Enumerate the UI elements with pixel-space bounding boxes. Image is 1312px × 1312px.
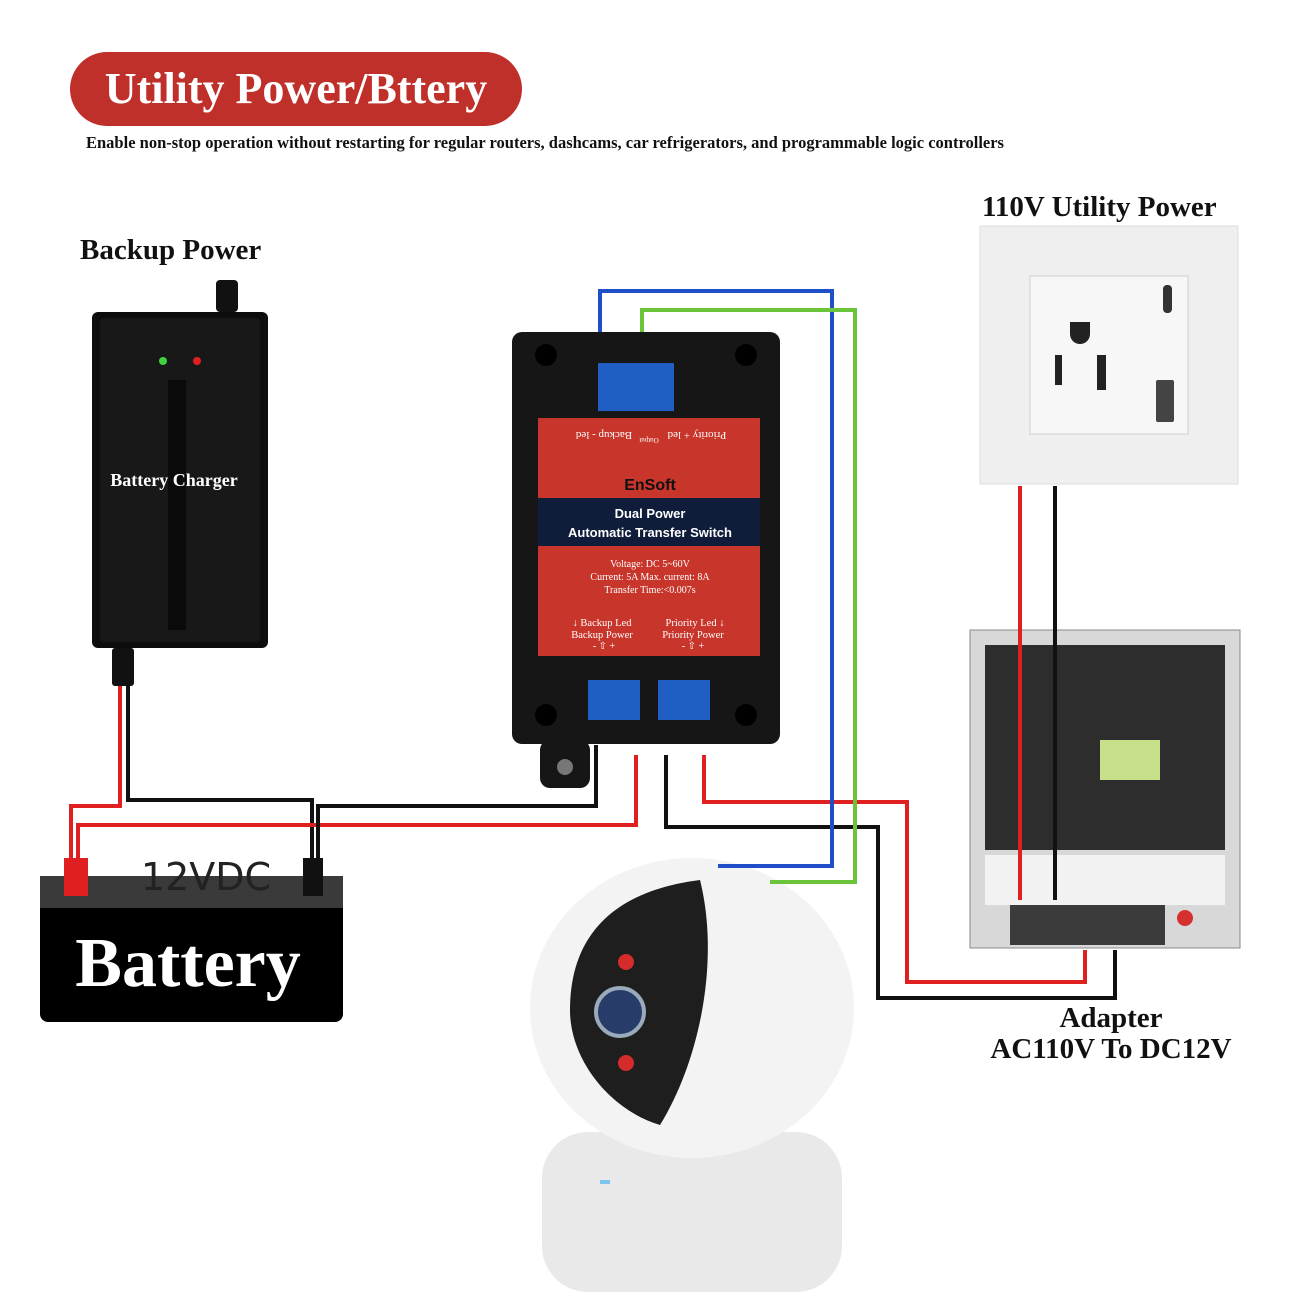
module-label-top — [538, 418, 760, 498]
backup-led-label: ↓ Backup Led — [573, 618, 633, 629]
backup-pins-label: - ⇧ + — [593, 641, 616, 652]
camera-ir-top — [618, 954, 634, 970]
charger-groove — [168, 380, 186, 630]
mount-tab-hole — [557, 759, 573, 775]
module-label-band — [538, 498, 760, 546]
module-name-line2: Automatic Transfer Switch — [568, 525, 732, 540]
battery-positive-terminal — [64, 858, 88, 896]
wire-priority-red — [702, 755, 1087, 984]
battery-label: Battery — [75, 925, 300, 1002]
title-banner — [70, 52, 522, 126]
outlet-slot-left — [1055, 355, 1062, 385]
battery-negative-terminal — [303, 858, 323, 896]
spec-current: Current: 5A Max. current: 8A — [590, 572, 710, 583]
battery-top-band — [40, 876, 343, 908]
spec-voltage: Voltage: DC 5~60V — [610, 559, 690, 570]
wire-battery-red — [76, 755, 638, 862]
priority-power-label: Priority Power — [662, 630, 724, 641]
charger-led-red — [193, 357, 201, 365]
priority-led-label: Priority Led ↓ — [666, 618, 725, 629]
wires — [69, 289, 1117, 1000]
adapter-label-line2: AC110V To DC12V — [990, 1033, 1232, 1065]
security-camera — [530, 858, 854, 1292]
wire-battery-black — [316, 745, 598, 862]
battery: 12VDC Battery — [40, 855, 343, 1022]
backup-power-label: Backup Power — [80, 234, 262, 266]
module-label-bottom — [538, 546, 760, 656]
camera-base — [542, 1132, 842, 1292]
wire-output-green — [640, 308, 857, 884]
mirrored-label-mid: Output — [639, 436, 659, 444]
psu-inner-component — [1100, 740, 1160, 780]
camera-lens — [594, 986, 646, 1038]
power-supply — [969, 629, 1241, 949]
usb-a-port-icon — [1156, 380, 1174, 422]
mount-hole-bl — [535, 704, 557, 726]
mirrored-label-group: Priority + led Backup - led Output — [575, 429, 726, 444]
battery-charger: Battery Charger — [92, 280, 268, 686]
charger-label: Battery Charger — [110, 470, 237, 490]
wall-outlet — [979, 225, 1239, 485]
mount-hole-tl — [535, 344, 557, 366]
psu-label-strip — [985, 855, 1225, 905]
mirrored-label-right: Backup - led — [575, 429, 632, 441]
adapter-label: Adapter AC110V To DC12V — [966, 1003, 1256, 1065]
ground-slot-icon — [1070, 322, 1090, 344]
spec-transfer-time: Transfer Time:<0.007s — [604, 585, 696, 596]
adapter-label-line1: Adapter — [1059, 1002, 1163, 1034]
output-terminal-block — [598, 363, 674, 411]
utility-power-label: 110V Utility Power — [982, 191, 1217, 223]
battery-body — [40, 876, 343, 1022]
psu-adjust-knob — [1177, 910, 1193, 926]
transfer-switch-module: Priority + led Backup - led Output EnSof… — [512, 332, 780, 788]
wire-output-blue — [598, 289, 834, 868]
page-title: Utility Power/Bttery — [104, 64, 488, 113]
priority-pins-label: - ⇧ + — [682, 641, 705, 652]
psu-terminal-block — [1010, 905, 1165, 945]
wire-charger-black — [126, 686, 314, 862]
mount-hole-br — [735, 704, 757, 726]
module-name-line1: Dual Power — [615, 506, 686, 521]
page-subtitle: Enable non-stop operation without restar… — [86, 133, 1004, 152]
wire-charger-red — [69, 686, 122, 862]
camera-ir-bottom — [618, 1055, 634, 1071]
backup-terminal-block — [588, 680, 640, 720]
backup-power-label: Backup Power — [571, 630, 633, 641]
module-brand: EnSoft — [624, 477, 676, 494]
mount-hole-tr — [735, 344, 757, 366]
charger-cable-top — [216, 280, 238, 312]
mirrored-label-left: Priority + led — [667, 429, 726, 441]
charger-cable-bottom — [112, 648, 134, 686]
camera-status-light — [600, 1180, 610, 1184]
usb-c-port-icon — [1163, 285, 1172, 313]
battery-voltage: 12VDC — [141, 855, 271, 899]
priority-terminal-block — [658, 680, 710, 720]
outlet-slot-right — [1097, 355, 1106, 390]
wire-priority-black — [664, 755, 1117, 1000]
charger-led-green — [159, 357, 167, 365]
